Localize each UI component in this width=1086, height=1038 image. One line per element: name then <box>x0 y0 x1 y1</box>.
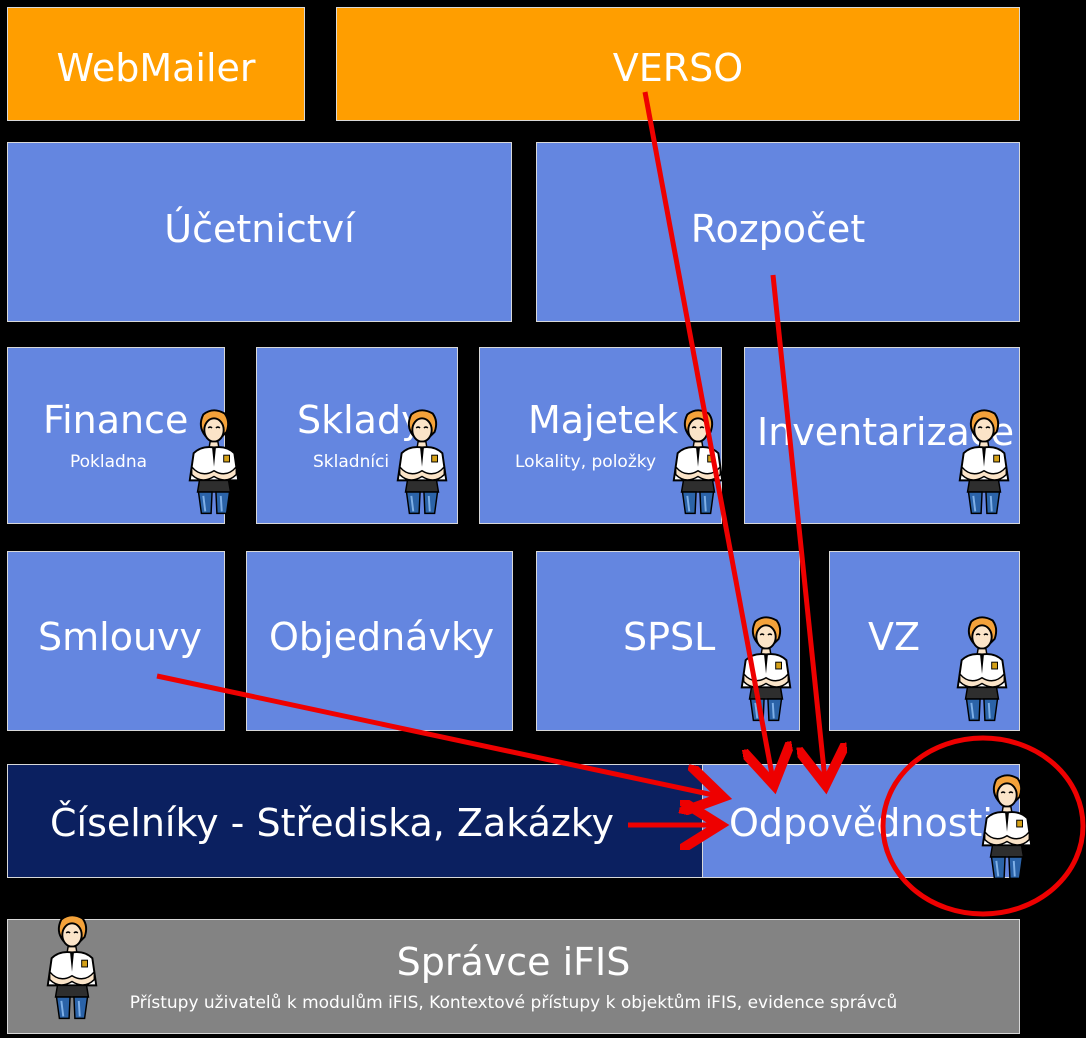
majetek-label: Majetek <box>528 398 679 442</box>
finance-sublabel: Pokladna <box>70 452 148 472</box>
inventarizace-admin-icon <box>958 409 1010 515</box>
verso-label: VERSO <box>612 46 744 90</box>
majetek-sublabel: Lokality, položky <box>515 452 657 472</box>
finance-box: Finance Pokladna <box>7 347 225 524</box>
spsl-label: SPSL <box>623 615 716 659</box>
finance-admin-icon <box>188 409 240 515</box>
ucetnictvi-box: Účetnictví <box>7 142 512 322</box>
sklady-label: Sklady <box>297 398 424 442</box>
ucetnictvi-label: Účetnictví <box>164 207 355 251</box>
spsl-admin-icon <box>740 616 792 722</box>
verso-box: VERSO <box>336 7 1020 121</box>
vz-label: VZ <box>868 615 921 659</box>
rozpocet-box: Rozpočet <box>536 142 1020 322</box>
sklady-admin-icon <box>396 409 448 515</box>
spravce-label: Správce iFIS <box>396 940 631 984</box>
smlouvy-box: Smlouvy <box>7 551 225 731</box>
spravce-admin-icon <box>46 914 98 1020</box>
spravce-box: Správce iFIS Přístupy uživatelů k modulů… <box>7 919 1020 1034</box>
sklady-sublabel: Skladníci <box>313 452 390 472</box>
odpovednosti-box: Odpovědnosti <box>702 764 1020 878</box>
finance-label: Finance <box>43 398 189 442</box>
odpovednosti-admin-icon <box>981 774 1033 880</box>
webmailer-label: WebMailer <box>56 46 256 90</box>
spravce-sublabel: Přístupy uživatelů k modulům iFIS, Konte… <box>129 993 898 1013</box>
odpovednosti-label: Odpovědnosti <box>729 801 993 845</box>
ciselniky-label: Číselníky - Střediska, Zakázky <box>50 801 614 845</box>
webmailer-box: WebMailer <box>7 7 305 121</box>
smlouvy-label: Smlouvy <box>38 615 203 659</box>
majetek-admin-icon <box>672 409 724 515</box>
rozpocet-label: Rozpočet <box>690 207 866 251</box>
vz-admin-icon <box>956 616 1008 722</box>
objednavky-label: Objednávky <box>269 615 495 659</box>
objednavky-box: Objednávky <box>246 551 513 731</box>
